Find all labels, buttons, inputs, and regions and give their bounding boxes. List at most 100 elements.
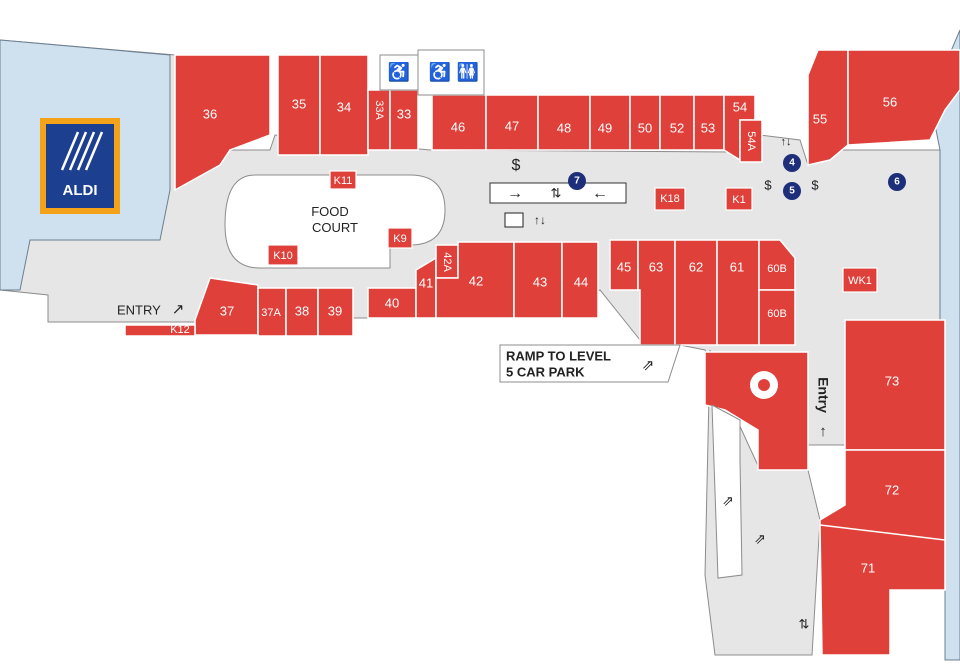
shop-63[interactable] [637,239,676,346]
shop-33-label: 33 [397,106,411,121]
shop-61-label: 61 [730,259,744,274]
shop-50-label: 50 [638,120,652,135]
shop-50[interactable] [629,94,661,151]
kiosk-k1-label: K1 [732,194,745,206]
lower-right-shops: 45 63 62 61 60B 60B [609,239,796,346]
shop-37a[interactable] [257,287,287,337]
marker-5-dot[interactable] [783,182,801,200]
kiosk-k10-label: K10 [273,250,293,262]
shop-40[interactable] [367,287,417,319]
shop-62-label: 62 [689,259,703,274]
top-row-shops: 36 35 34 33A 33 46 47 48 49 50 52 53 54 … [174,49,960,192]
kiosks: K11 K10 K9 K18 K1 WK1 [267,170,878,293]
arrow-up-icon: ↑ [819,423,827,440]
aldi-logo-stripes [60,131,104,171]
shop-54a[interactable] [739,119,763,163]
shop-55-label: 55 [813,111,827,126]
kiosk-k12-label: K12 [170,324,190,336]
travelator-icon: ⇅ [799,616,810,631]
shop-36-label: 36 [203,106,217,121]
shop-37[interactable] [194,277,259,336]
shop-33a[interactable] [367,89,391,151]
ramp-label-line1: RAMP TO LEVEL [506,348,611,363]
shop-33[interactable] [389,89,419,151]
ramp-walk-icon: ⇗ [642,357,655,374]
shop-33a-label: 33A [373,100,385,120]
shop-71[interactable] [819,524,946,656]
baby-change-icon: ♿ [388,61,410,82]
australia-post-store[interactable] [704,351,809,471]
marker-5: 5 [789,186,795,197]
escalator-icon: ⇅ [551,185,562,200]
escalator-signage: → ⇅ ← $ ↑↓ [489,157,627,228]
shop-41-label: 41 [419,275,433,290]
shop-36[interactable] [174,54,271,192]
shop-45[interactable] [609,239,639,291]
accessible-toilet-icon: ♿ [429,61,451,82]
marker-6: 6 [894,177,900,188]
entry-left-label: ENTRY [117,302,161,317]
shop-52[interactable] [659,94,695,151]
shop-40-label: 40 [385,295,399,310]
shop-34[interactable] [319,54,369,156]
shop-34-label: 34 [337,99,351,114]
shop-k12[interactable] [124,324,196,337]
marker-4: 4 [789,158,795,169]
lift-direction-icon-right: ↑↓ [781,136,792,148]
atm-icon: $ [512,157,521,174]
shop-35-label: 35 [292,96,306,111]
arrow-up-right-icon: ↗ [172,301,185,318]
entry-right[interactable]: Entry ↑ [815,377,831,440]
shop-39[interactable] [317,287,354,337]
marker-7-dot[interactable] [568,172,586,190]
atm-icon-right: $ [811,177,819,192]
shop-47-label: 47 [505,118,519,133]
shop-60b-top[interactable] [758,239,796,291]
shop-55[interactable] [807,49,849,166]
kiosk-k18[interactable] [654,187,686,211]
kiosk-k10[interactable] [267,244,299,266]
shop-62[interactable] [674,239,718,346]
kiosk-k18-label: K18 [660,193,680,205]
shop-73-label: 73 [885,373,899,388]
kiosk-k9[interactable] [387,227,413,249]
shop-44[interactable] [561,241,599,319]
shop-48-label: 48 [557,120,571,135]
markers: 7 4 5 6 [568,154,906,200]
shop-37a-label: 37A [261,307,281,319]
shop-42-label: 42 [469,273,483,288]
stairs-corridor: ⇗ ⇗ ⇅ [711,404,810,631]
kiosk-wk1[interactable] [842,267,878,293]
shop-56[interactable] [847,49,960,146]
shop-72-label: 72 [885,482,899,497]
atm-cluster: $ $ ↑↓ [764,136,819,193]
shop-54a-label: 54A [745,131,757,151]
marker-6-dot[interactable] [888,173,906,191]
ramp-to-car-park[interactable]: RAMP TO LEVEL 5 CAR PARK ⇗ [499,344,681,383]
kiosk-k1[interactable] [725,187,753,211]
shop-53-label: 53 [701,120,715,135]
arrow-left-icon: ← [592,185,608,202]
shop-37-label: 37 [220,303,234,318]
aldi-label: ALDI [63,182,98,199]
stairs-icon-lower: ⇗ [754,531,766,547]
shop-60b-bottom[interactable] [758,289,796,346]
ramp-label-line2: 5 CAR PARK [506,364,585,379]
marker-4-dot[interactable] [783,154,801,172]
shop-48[interactable] [537,94,591,151]
amenities-top: ♿ ♿ 🚻 [379,49,485,96]
entry-left[interactable]: ENTRY ↗ [117,301,184,318]
kiosk-wk1-label: WK1 [848,275,872,287]
shop-61[interactable] [716,239,760,346]
shop-43[interactable] [513,241,563,319]
aldi-store[interactable]: ALDI [0,39,171,291]
kiosk-k11-label: K11 [334,175,353,187]
ramp-sign [499,344,681,383]
right-shops: 73 72 71 [819,319,946,656]
shop-54-label: 54 [733,99,747,114]
kiosk-k11[interactable] [329,170,357,190]
shop-56-label: 56 [883,94,897,109]
shop-42a-label: 42A [441,252,453,272]
marker-7: 7 [574,176,580,187]
shop-52-label: 52 [670,120,684,135]
